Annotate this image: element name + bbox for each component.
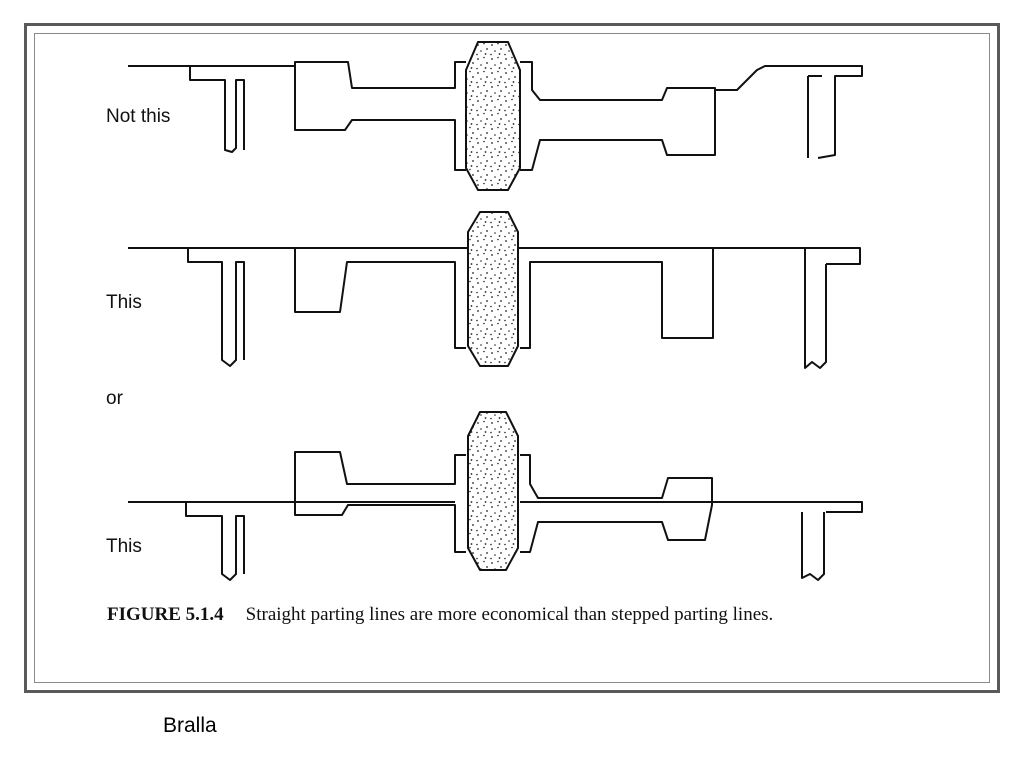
label-this-2: This [106, 536, 142, 557]
label-this-1: This [106, 292, 142, 313]
footer-source: Bralla [163, 714, 217, 737]
slide-frame-inner [34, 33, 990, 683]
label-not-this: Not this [106, 106, 171, 127]
figure-number: FIGURE 5.1.4 [107, 604, 224, 625]
figure-caption: FIGURE 5.1.4 Straight parting lines are m… [107, 603, 867, 627]
label-or: or [106, 388, 123, 409]
caption-text: Straight parting lines are more economic… [245, 604, 774, 625]
